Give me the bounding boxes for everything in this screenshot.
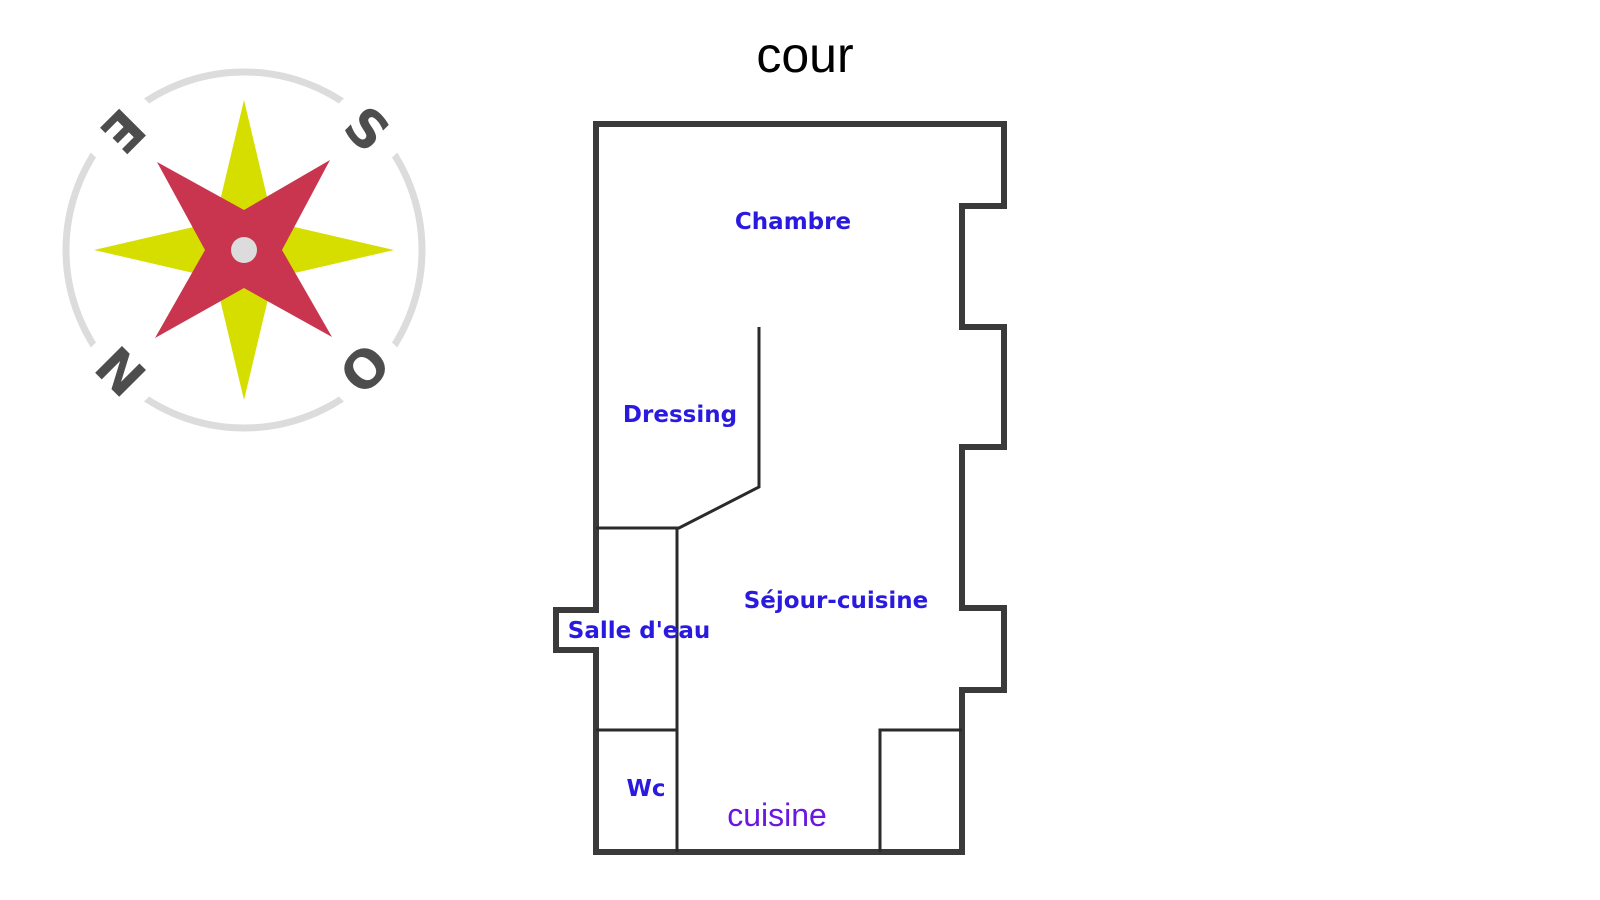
outer-wall: [553, 121, 1007, 855]
compass-rose: E S N O: [62, 68, 426, 432]
room-label-chambre: Chambre: [735, 209, 851, 235]
courtyard-label: cour: [756, 27, 853, 83]
kitchen-unit: [878, 728, 962, 852]
dressing-partition: [596, 327, 761, 530]
room-label-wc: Wc: [626, 776, 665, 802]
compass-ring: [62, 68, 426, 432]
room-label-cuisine: cuisine: [727, 797, 827, 833]
room-label-dressing: Dressing: [623, 402, 737, 428]
room-label-salle-eau: Salle d'eau: [568, 618, 710, 644]
interior-partitions: [596, 327, 962, 852]
compass-center-dot: [231, 237, 257, 263]
room-label-sejour-cuisine: Séjour-cuisine: [744, 588, 929, 614]
